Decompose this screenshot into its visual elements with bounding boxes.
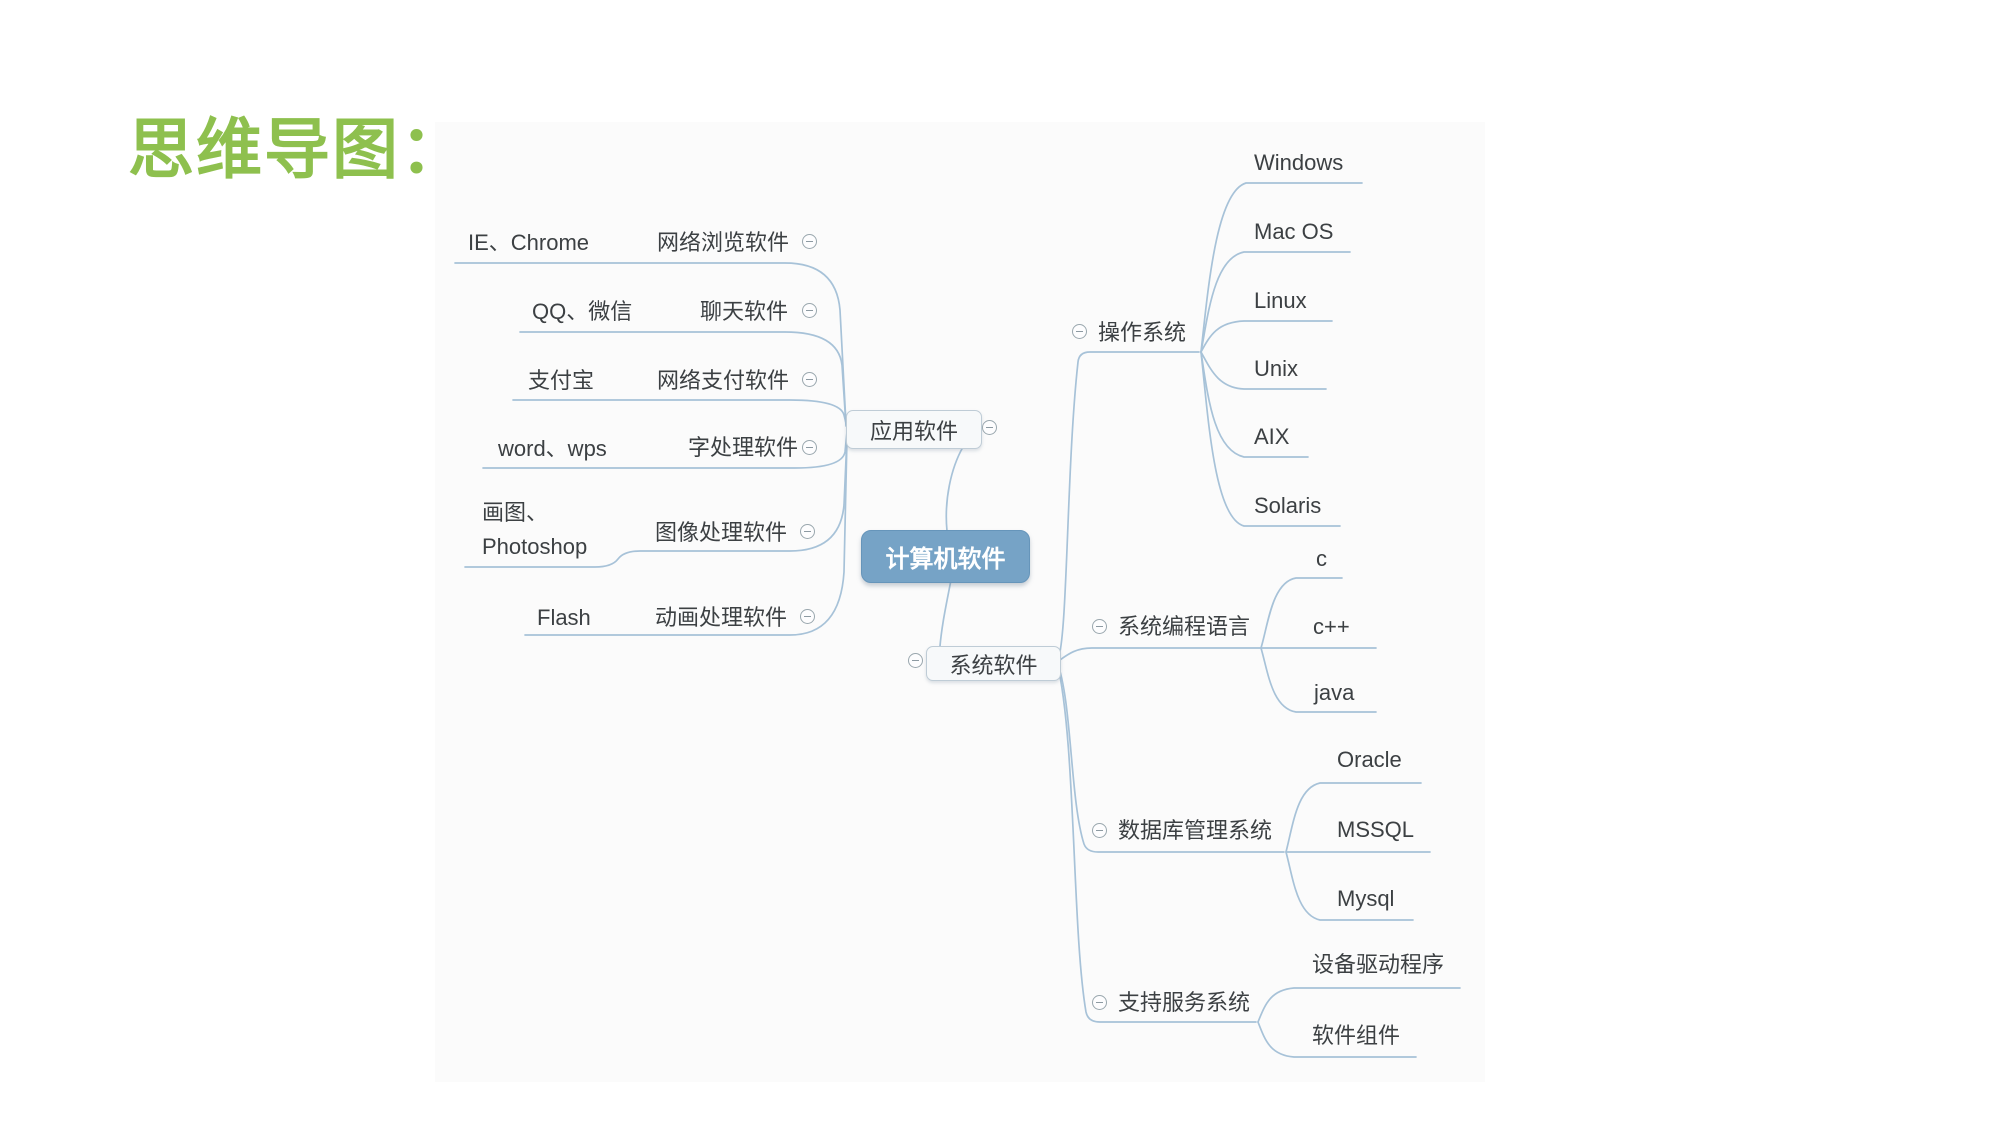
node-label[interactable]: 系统编程语言 [1118, 614, 1251, 639]
node-label[interactable]: Flash [537, 605, 591, 630]
collapse-minus-icon[interactable] [1072, 324, 1087, 339]
branch-node-sys-label: 系统软件 [949, 652, 1038, 678]
node-label[interactable]: IE、Chrome [468, 230, 590, 255]
node-label[interactable]: AIX [1254, 424, 1290, 449]
node-label[interactable]: Linux [1254, 288, 1307, 313]
branch-node-sys[interactable]: 系统软件 [926, 646, 1061, 681]
node-label[interactable]: 网络浏览软件 [657, 230, 790, 255]
page-title: 思维导图： [128, 112, 468, 186]
mindmap-canvas [435, 122, 1485, 1082]
node-label[interactable]: MSSQL [1337, 817, 1415, 842]
node-label[interactable]: Mac OS [1254, 219, 1334, 244]
node-label[interactable]: Oracle [1337, 747, 1402, 772]
node-label[interactable]: Solaris [1254, 493, 1322, 518]
collapse-minus-icon[interactable] [1092, 995, 1107, 1010]
node-label[interactable]: java [1314, 680, 1355, 705]
root-node-label: 计算机软件 [885, 546, 1006, 573]
collapse-minus-icon[interactable] [1092, 823, 1107, 838]
node-label[interactable]: 动画处理软件 [655, 605, 788, 630]
node-label[interactable]: 聊天软件 [700, 299, 789, 324]
node-label[interactable]: word、wps [498, 436, 607, 461]
collapse-minus-icon[interactable] [800, 524, 815, 539]
node-label[interactable]: 图像处理软件 [655, 520, 788, 545]
node-label[interactable]: 软件组件 [1312, 1023, 1401, 1048]
collapse-minus-icon[interactable] [802, 234, 817, 249]
collapse-minus-icon[interactable] [982, 420, 997, 435]
collapse-minus-icon[interactable] [802, 440, 817, 455]
collapse-minus-icon[interactable] [1092, 619, 1107, 634]
node-label[interactable]: 画图、Photoshop [482, 500, 588, 559]
node-label[interactable]: 数据库管理系统 [1118, 818, 1273, 843]
node-label[interactable]: Unix [1254, 356, 1299, 381]
collapse-minus-icon[interactable] [800, 609, 815, 624]
node-label[interactable]: 操作系统 [1098, 320, 1187, 345]
root-node[interactable]: 计算机软件 [861, 530, 1030, 583]
node-label[interactable]: 支付宝 [528, 368, 595, 393]
collapse-minus-icon[interactable] [802, 303, 817, 318]
node-label[interactable]: 网络支付软件 [657, 368, 790, 393]
node-label[interactable]: Windows [1254, 150, 1344, 175]
node-label[interactable]: c [1316, 546, 1327, 571]
node-label[interactable]: c++ [1313, 614, 1350, 639]
node-label[interactable]: Mysql [1337, 886, 1395, 911]
node-label[interactable]: 支持服务系统 [1118, 990, 1251, 1015]
branch-node-app-label: 应用软件 [869, 418, 958, 444]
branch-node-app[interactable]: 应用软件 [846, 410, 982, 449]
node-label[interactable]: 设备驱动程序 [1312, 952, 1445, 977]
collapse-minus-icon[interactable] [908, 653, 923, 668]
collapse-minus-icon[interactable] [802, 372, 817, 387]
node-label[interactable]: QQ、微信 [532, 299, 633, 324]
node-label[interactable]: 字处理软件 [688, 435, 799, 460]
